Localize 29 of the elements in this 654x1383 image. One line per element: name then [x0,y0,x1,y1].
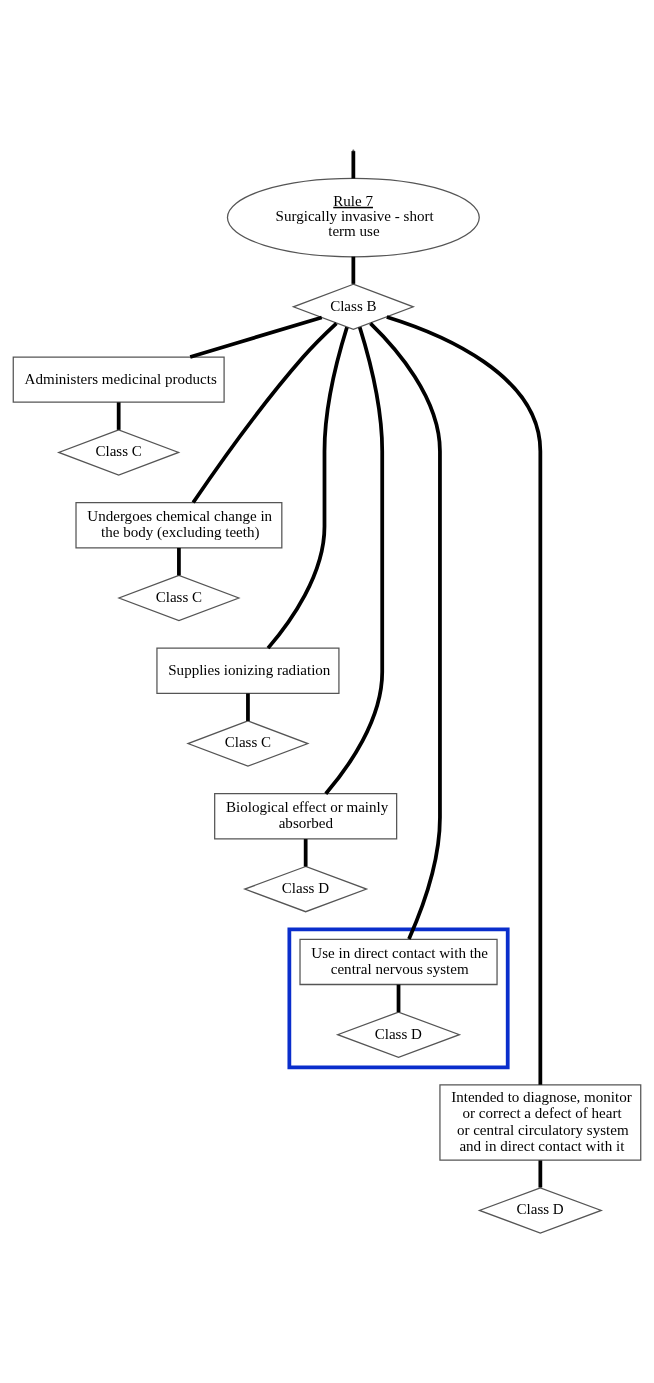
connector [246,693,250,721]
cluster [287,927,510,1070]
node-box: Administers medicinal products [12,356,225,403]
connector [324,326,385,795]
connector [191,321,338,504]
node-diamond: Class C [56,429,181,476]
connector [351,256,356,284]
node-box: Biological effect or mainly absorbed [214,793,398,840]
connector [116,402,121,430]
node-diamond: Class B [291,283,416,331]
connector [189,315,323,359]
connector [538,1160,543,1188]
node-diamond: Class C [117,574,241,622]
connector [266,326,349,650]
connector [303,839,308,867]
connector [369,322,442,940]
node-box: Supplies ionizing radiation [156,647,340,694]
connector [177,547,181,576]
connector [351,151,356,179]
node-diamond: Class D [335,1011,462,1058]
node-diamond: Class D [243,865,369,913]
connector [386,315,543,1085]
connector [396,984,401,1013]
node-box: Intended to diagnose, monitor or correct a defect of heart or central circulatory system and in direct contact with it [439,1084,642,1161]
node-diamond: Class D [477,1187,603,1234]
node-ellipse: Rule 7 Surgically invasive - short term use [226,177,480,258]
node-diamond: Class C [186,720,310,767]
node-box: Undergoes chemical change in the body (excluding teeth) [75,501,283,549]
node-box: Use in direct contact with the central nervous system [299,938,498,986]
